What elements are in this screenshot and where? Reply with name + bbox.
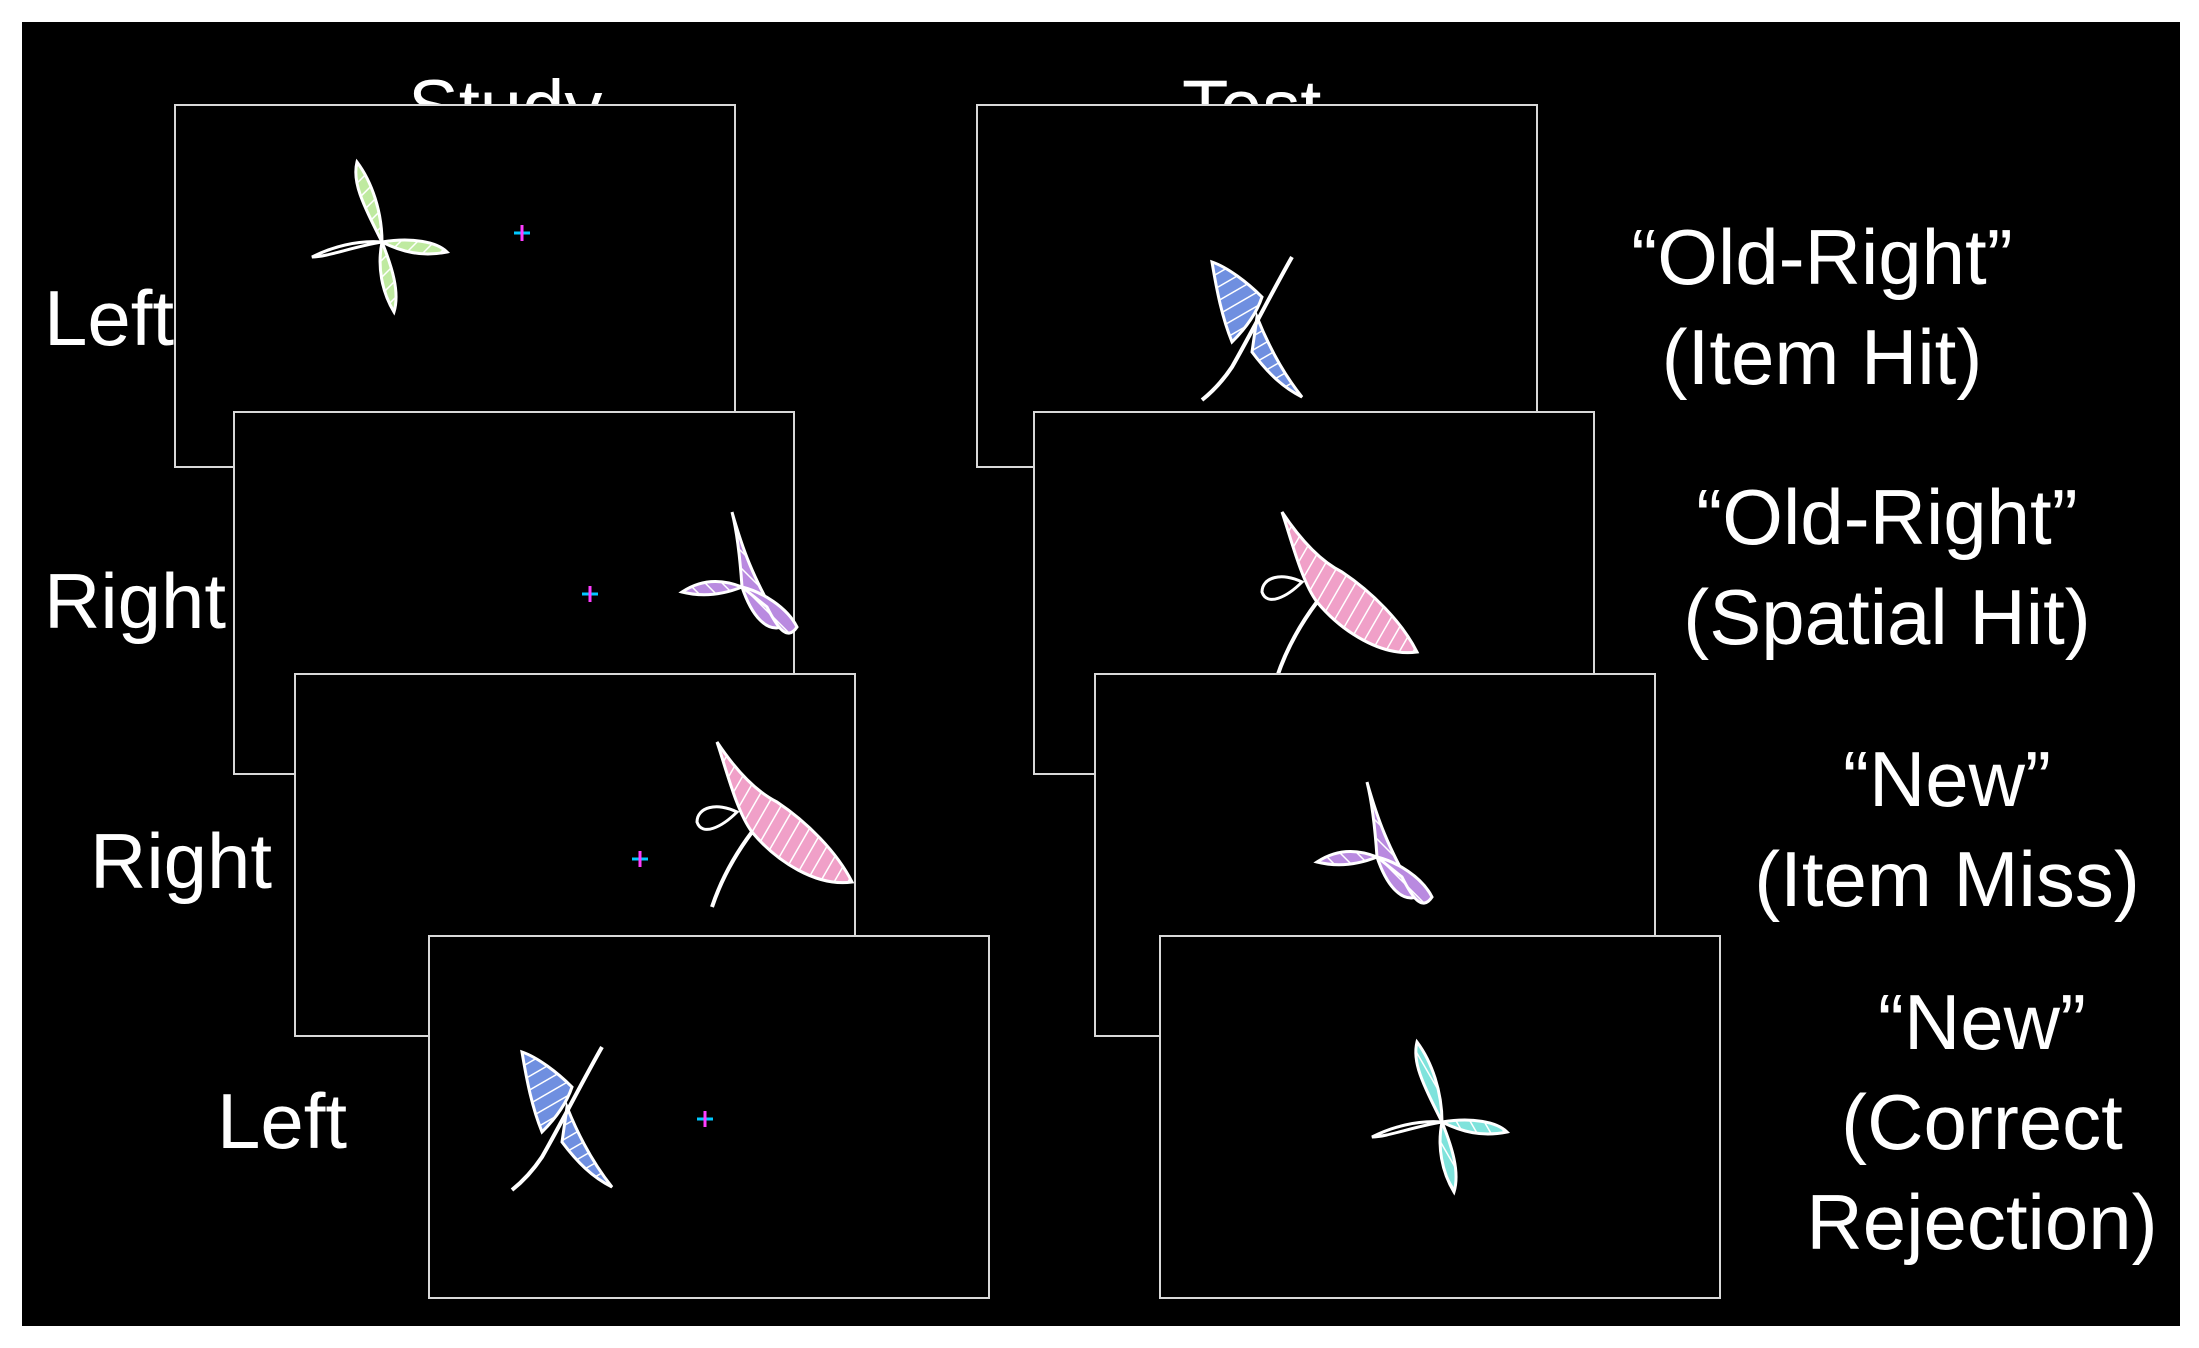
response-label: “Old-Right” (Spatial Hit) [1683,473,2091,661]
study-frame-4 [428,935,990,1299]
study-side-label: Right [90,817,273,905]
response-label: “New” (Correct Rejection) [1806,978,2158,1266]
study-side-label: Right [44,557,227,645]
study-side-label: Left [44,274,175,362]
figure-panel: Study Test [22,22,2180,1326]
stimulus-frames [174,104,1721,1299]
response-label: “Old-Right” (Item Hit) [1631,213,2013,401]
test-frame-4 [1159,935,1721,1299]
response-label: “New” (Item Miss) [1754,735,2140,923]
test-frame-1 [976,104,1538,468]
study-side-label: Left [217,1077,348,1165]
study-frame-1 [174,104,736,468]
